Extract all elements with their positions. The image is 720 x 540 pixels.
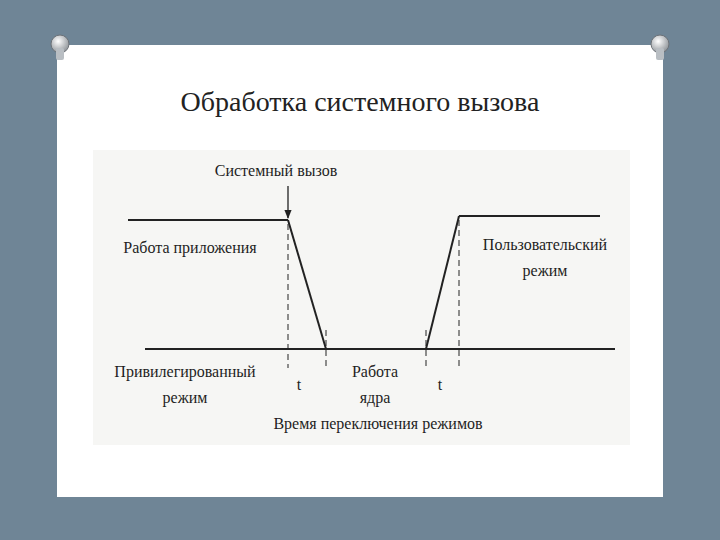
level-line xyxy=(128,219,288,221)
figure-ground xyxy=(93,150,630,445)
call-arrow xyxy=(287,186,288,218)
time-label: t xyxy=(297,372,301,398)
pin xyxy=(656,48,664,60)
level-line xyxy=(145,348,615,350)
pin xyxy=(56,48,64,60)
transition-line xyxy=(288,220,326,349)
level-line xyxy=(459,215,600,217)
slide-card xyxy=(57,45,663,497)
dashed-guide xyxy=(288,224,289,368)
slide-title: Обработка системного вызова xyxy=(181,86,540,118)
mode-label: Работа приложения xyxy=(123,235,256,261)
time-label: t xyxy=(438,372,442,398)
dashed-guide xyxy=(326,330,327,368)
dashed-guide xyxy=(459,220,460,368)
phase-label: Работа ядра xyxy=(340,359,410,411)
dashed-guides xyxy=(288,220,459,368)
transition-line xyxy=(426,216,459,349)
mode-label: Пользовательский режим xyxy=(475,232,615,284)
mode-curve xyxy=(128,216,615,349)
mode-label: Привилегированный режим xyxy=(110,359,260,411)
dashed-guide xyxy=(426,330,427,368)
axis-caption: Время переключения режимов xyxy=(273,411,482,437)
call-label: Системный вызов xyxy=(215,158,338,184)
